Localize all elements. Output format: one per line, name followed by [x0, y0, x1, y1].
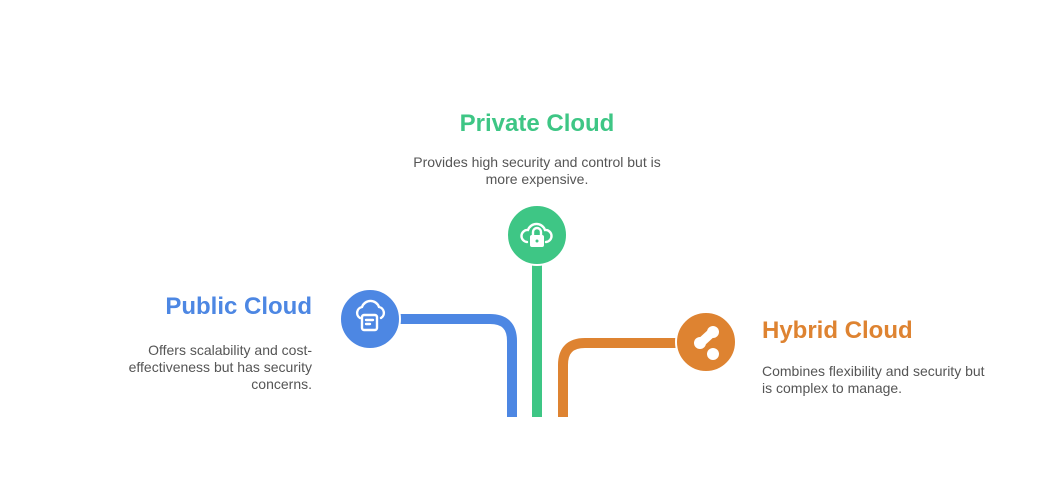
hybrid-cloud-description: Combines flexibility and security but is… — [762, 363, 985, 396]
public-cloud-description: Offers scalability and cost-effectivenes… — [128, 342, 312, 392]
public-connector-line — [398, 314, 517, 417]
public-icon-circle — [339, 288, 401, 350]
cloud-lock-icon — [520, 222, 553, 247]
hybrid-icon-circle — [675, 311, 737, 373]
private-icon-circle — [506, 204, 568, 266]
hybrid-cloud-title: Hybrid Cloud — [762, 317, 913, 344]
public-cloud-title: Public Cloud — [165, 293, 312, 320]
private-cloud-title: Private Cloud — [459, 110, 615, 137]
cloud-document-icon — [355, 299, 386, 332]
connected-nodes-icon — [694, 326, 719, 360]
private-cloud-description: Provides high security and control but i… — [413, 154, 661, 187]
hybrid-connector-line — [558, 338, 678, 417]
